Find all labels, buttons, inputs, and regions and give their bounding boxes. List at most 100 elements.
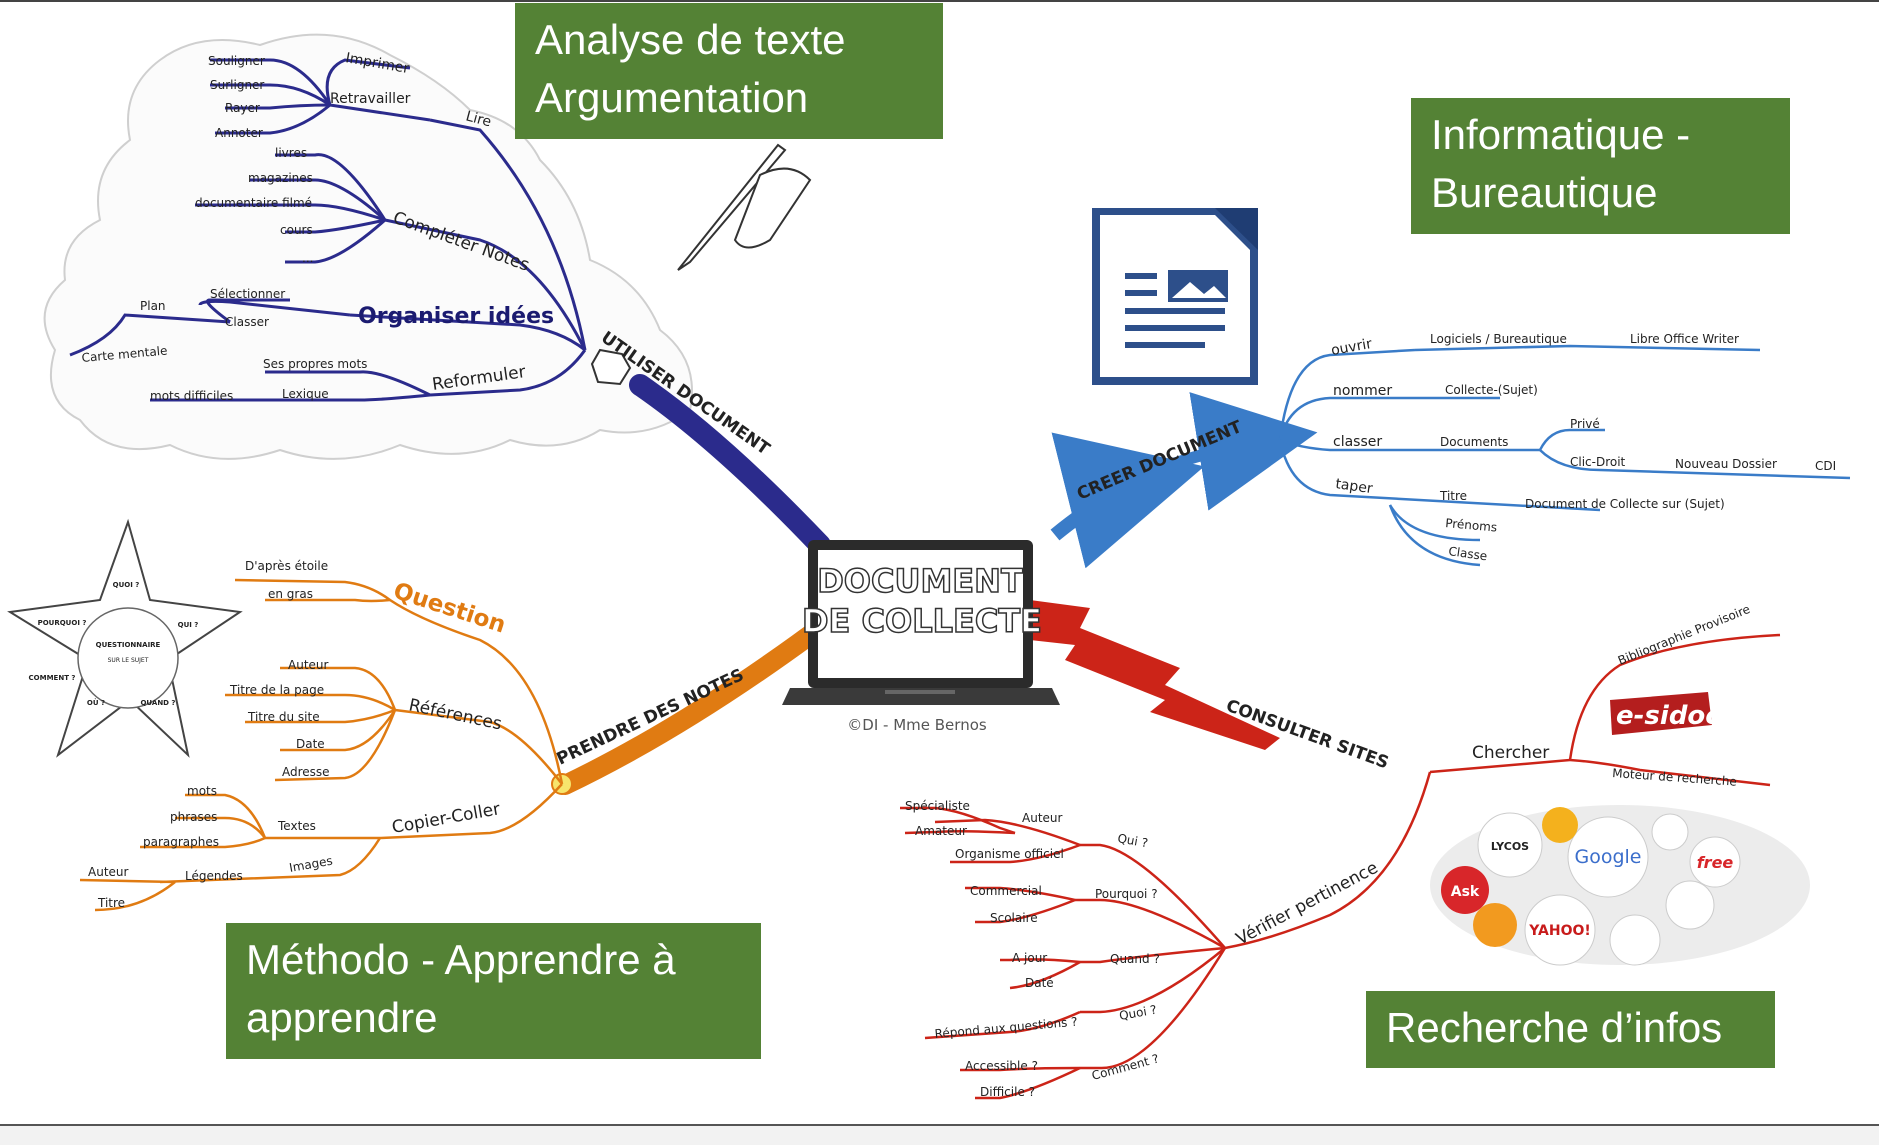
label-copier-titre: Titre: [97, 896, 125, 910]
creer-sub-branches: [1278, 344, 1851, 567]
label-taper: taper: [1334, 476, 1373, 497]
laptop-icon: DOCUMENT DE COLLECTE ©DI - Mme Bernos: [782, 540, 1060, 734]
label-document-collecte: Document de Collecte sur (Sujet): [1525, 497, 1725, 511]
star-point: POURQUOI ?: [38, 619, 87, 627]
star-point: OÙ ?: [87, 698, 105, 707]
banner-informatique-line2: Bureautique: [1431, 169, 1658, 216]
consulter-sub-branches: [900, 633, 1781, 1100]
label-completer-item: livres: [275, 146, 307, 160]
star-center-label: QUESTIONNAIRE: [96, 641, 161, 649]
label-quand: Quand ?: [1110, 952, 1160, 966]
label-classe: Classe: [1448, 544, 1489, 563]
label-textes-item: phrases: [170, 810, 217, 824]
search-engines-group: LYCOS Google free Ask YAHOO!: [1430, 805, 1810, 966]
label-lire-item: Souligner: [208, 54, 265, 68]
label-reference-item: Titre de la page: [229, 683, 324, 697]
label-lexique: Lexique: [282, 387, 329, 401]
label-qui: Qui ?: [1116, 831, 1149, 850]
label-titre: Titre: [1439, 489, 1467, 503]
label-propres-mots: Ses propres mots: [263, 357, 367, 371]
mind-map: UTILISER DOCUMENT Lire Retravailler Impr…: [7, 33, 1851, 1100]
ask-ball: [1441, 866, 1489, 914]
engine-label: LYCOS: [1491, 840, 1529, 853]
engine-label: Google: [1574, 846, 1641, 868]
label-comment-item: Accessible ?: [965, 1059, 1038, 1073]
creer-labels: ouvrir Logiciels / Bureautique Libre Off…: [1330, 332, 1836, 563]
label-prenoms: Prénoms: [1445, 516, 1498, 534]
utiliser-sub-branches: [69, 58, 587, 402]
center-title-line2: DE COLLECTE: [802, 602, 1042, 640]
banner-methodo-line1: Méthodo - Apprendre à: [246, 936, 676, 983]
label-reference-item: Auteur: [288, 658, 329, 672]
engine-label: Ask: [1451, 884, 1480, 900]
banner-informatique: Informatique - Bureautique: [1411, 98, 1790, 234]
label-completer-item: ...: [302, 251, 313, 265]
label-mots-difficiles: mots difficiles: [150, 389, 233, 403]
google-ball: [1567, 816, 1649, 898]
label-quoi-item: Répond aux questions ?: [934, 1015, 1078, 1041]
creer-main-branch: [1050, 432, 1205, 569]
star-point: COMMENT ?: [29, 674, 76, 682]
label-documents: Documents: [1440, 435, 1508, 449]
branch-title-creer: CREER DOCUMENT: [1074, 417, 1245, 505]
label-logiciels: Logiciels / Bureautique: [1430, 332, 1567, 346]
engine-label: free: [1697, 853, 1734, 872]
writer-document-icon: [1092, 208, 1258, 385]
label-reference-item: Date: [296, 737, 325, 751]
banner-recherche-line1: Recherche d’infos: [1386, 1004, 1723, 1051]
label-lire: Lire: [464, 108, 493, 130]
label-reference-item: Titre du site: [247, 710, 320, 724]
center-title-line1: DOCUMENT: [817, 562, 1023, 600]
banner-methodo-line2: apprendre: [246, 994, 438, 1041]
pen-icon: [677, 143, 812, 271]
banner-analyse-line2: Argumentation: [535, 74, 809, 121]
label-bibliographie: Bibliographie Provisoire: [1616, 602, 1752, 668]
center-credit: ©DI - Mme Bernos: [847, 716, 987, 734]
label-selectionner: Sélectionner: [210, 287, 285, 301]
free-ball: [1689, 836, 1741, 888]
label-quand-item: A jour: [1012, 951, 1047, 965]
creer-main-branch-2: [1168, 392, 1318, 511]
lycos-ball: [1477, 812, 1543, 878]
label-libre-office: Libre Office Writer: [1630, 332, 1739, 346]
banner-informatique-line1: Informatique -: [1431, 111, 1691, 158]
label-organiser-idees: Organiser idées: [358, 304, 554, 329]
label-cdi: CDI: [1815, 459, 1836, 473]
label-legendes: Légendes: [185, 869, 243, 883]
banner-analyse: Analyse de texte Argumentation: [515, 3, 943, 139]
prendre-main-branch: [555, 625, 820, 795]
banner-methodo: Méthodo - Apprendre à apprendre: [226, 923, 761, 1059]
label-en-gras: en gras: [268, 587, 313, 601]
label-clic-droit: Clic-Droit: [1570, 455, 1626, 469]
label-classer-doc: classer: [1333, 434, 1382, 450]
label-plan: Plan: [140, 299, 166, 313]
label-comment: Comment ?: [1090, 1052, 1160, 1083]
label-amateur: Amateur: [915, 824, 967, 838]
label-pourquoi-item: Scolaire: [990, 911, 1038, 925]
label-nommer: nommer: [1333, 383, 1392, 399]
label-apres-etoile: D'après étoile: [245, 559, 328, 573]
label-pourquoi-item: Commercial: [970, 884, 1042, 898]
label-copier-auteur: Auteur: [88, 865, 129, 879]
questionnaire-star: QUESTIONNAIRE SUR LE SUJET QUOI ? QUI ? …: [7, 518, 243, 758]
label-references: Références: [407, 695, 504, 734]
label-completer-item: magazines: [248, 171, 313, 185]
label-classer: Classer: [225, 315, 269, 329]
label-lire-item: Annoter: [215, 126, 263, 140]
consulter-lightning: [1030, 600, 1280, 750]
label-ouvrir: ouvrir: [1330, 336, 1374, 359]
banner-recherche: Recherche d’infos: [1366, 991, 1775, 1068]
star-point: QUOI ?: [113, 581, 140, 589]
esidoc-text: e-sidoc: [1616, 701, 1721, 731]
label-specialiste: Spécialiste: [905, 799, 970, 813]
label-collecte-sujet: Collecte-(Sujet): [1445, 383, 1538, 397]
engine-label: YAHOO!: [1528, 923, 1591, 939]
label-comment-item: Difficile ?: [980, 1085, 1035, 1099]
label-organisme: Organisme officiel: [955, 847, 1064, 861]
star-point: QUI ?: [178, 621, 199, 629]
hand-pointer-icon: [590, 348, 632, 386]
label-verifier: Vérifier pertinence: [1233, 858, 1381, 950]
label-images: Images: [288, 854, 334, 875]
label-lire-item: Rayer: [225, 101, 260, 115]
label-quand-item: Daté: [1025, 976, 1054, 990]
